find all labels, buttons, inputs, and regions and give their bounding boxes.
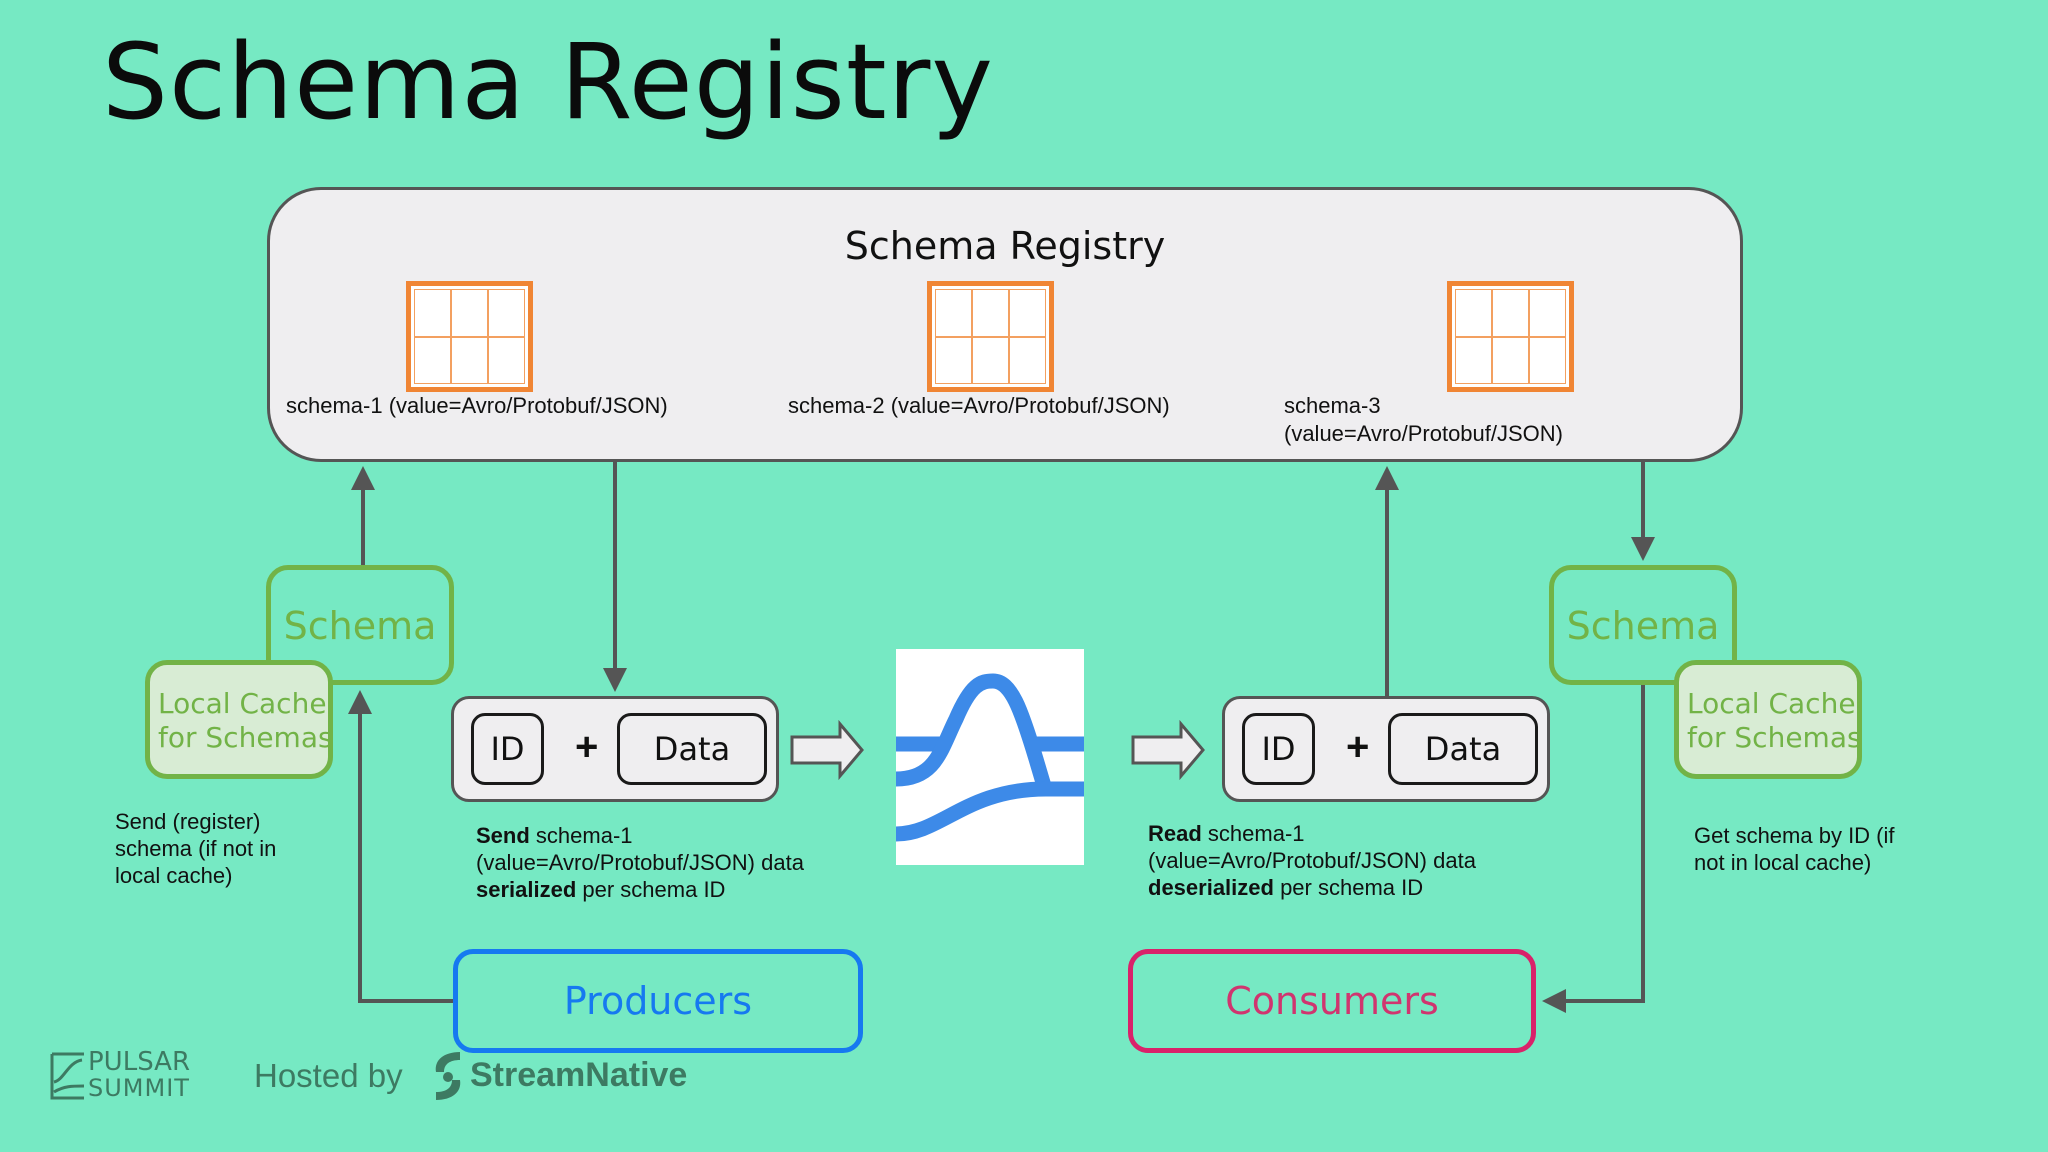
block-arrow-from-pulsar bbox=[1131, 719, 1205, 781]
plus-sign: + bbox=[575, 725, 599, 769]
pulsar-summit-logo: PULSAR SUMMIT bbox=[50, 1049, 190, 1104]
producer-message-box: ID + Data bbox=[451, 696, 779, 802]
block-arrow-to-pulsar bbox=[790, 719, 864, 781]
caption-text: per schema ID bbox=[576, 877, 726, 902]
producer-caption: Send schema-1 (value=Avro/Protobuf/JSON)… bbox=[476, 822, 804, 903]
schema-table-icon bbox=[927, 281, 1054, 392]
producer-note-line2: schema (if not in bbox=[115, 836, 277, 861]
schema-3-label-line2: (value=Avro/Protobuf/JSON) bbox=[1284, 421, 1563, 446]
schema-1-label: schema-1 (value=Avro/Protobuf/JSON) bbox=[286, 393, 668, 418]
consumer-note-line2: not in local cache) bbox=[1694, 850, 1872, 875]
arrow-schema-to-consumers bbox=[1542, 684, 1645, 1013]
pulsar-summit-mark-icon bbox=[50, 1052, 85, 1100]
cache-label-line1: Local Cache bbox=[1687, 687, 1856, 720]
caption-line2: (value=Avro/Protobuf/JSON) data bbox=[476, 850, 804, 875]
schema-table-icon bbox=[1447, 281, 1574, 392]
caption-bold: serialized bbox=[476, 877, 577, 902]
caption-text: schema-1 bbox=[529, 823, 633, 848]
producer-note: Send (register) schema (if not in local … bbox=[115, 808, 276, 889]
consumers-box: Consumers bbox=[1128, 949, 1536, 1053]
consumer-local-cache-box: Local Cache for Schemas bbox=[1674, 660, 1862, 779]
schema-3-label-line1: schema-3 bbox=[1284, 393, 1381, 418]
page-title: Schema Registry bbox=[102, 21, 994, 143]
data-pill: Data bbox=[1388, 713, 1538, 785]
id-pill: ID bbox=[471, 713, 544, 785]
caption-bold: Send bbox=[476, 823, 530, 848]
schema-table-icon bbox=[406, 281, 533, 392]
apache-pulsar-logo bbox=[895, 649, 1084, 865]
producer-schema-box: Schema bbox=[266, 565, 454, 685]
cache-label-line2: for Schemas bbox=[1687, 721, 1862, 754]
producer-note-line3: local cache) bbox=[115, 863, 233, 888]
schema-3-label: schema-3 (value=Avro/Protobuf/JSON) bbox=[1284, 392, 1563, 448]
schema-2-label: schema-2 (value=Avro/Protobuf/JSON) bbox=[788, 393, 1170, 418]
caption-bold: Read bbox=[1148, 821, 1202, 846]
producer-note-line1: Send (register) bbox=[115, 809, 261, 834]
cache-label-line2: for Schemas bbox=[158, 721, 333, 754]
arrow-producers-to-schema bbox=[348, 690, 453, 1003]
consumer-caption: Read schema-1 (value=Avro/Protobuf/JSON)… bbox=[1148, 820, 1476, 901]
consumer-message-box: ID + Data bbox=[1222, 696, 1550, 802]
producers-box: Producers bbox=[453, 949, 863, 1053]
consumer-note: Get schema by ID (if not in local cache) bbox=[1694, 822, 1895, 876]
streamnative-wordmark: StreamNative bbox=[470, 1056, 688, 1094]
registry-title: Schema Registry bbox=[844, 224, 1166, 268]
pulsar-wave-icon bbox=[895, 673, 1084, 842]
caption-line2: (value=Avro/Protobuf/JSON) data bbox=[1148, 848, 1476, 873]
consumer-note-line1: Get schema by ID (if bbox=[1694, 823, 1895, 848]
summit-line1: PULSAR bbox=[88, 1047, 191, 1077]
summit-line2: SUMMIT bbox=[88, 1074, 190, 1102]
cache-label-line1: Local Cache bbox=[158, 687, 327, 720]
caption-text: per schema ID bbox=[1273, 875, 1424, 900]
hosted-by-label: Hosted by bbox=[254, 1057, 403, 1094]
plus-sign: + bbox=[1346, 725, 1370, 769]
data-pill: Data bbox=[617, 713, 767, 785]
caption-text: schema-1 bbox=[1201, 821, 1305, 846]
streamnative-logo-icon bbox=[430, 1050, 466, 1102]
id-pill: ID bbox=[1242, 713, 1315, 785]
caption-bold: deserialized bbox=[1148, 875, 1274, 900]
producer-local-cache-box: Local Cache for Schemas bbox=[145, 660, 333, 779]
